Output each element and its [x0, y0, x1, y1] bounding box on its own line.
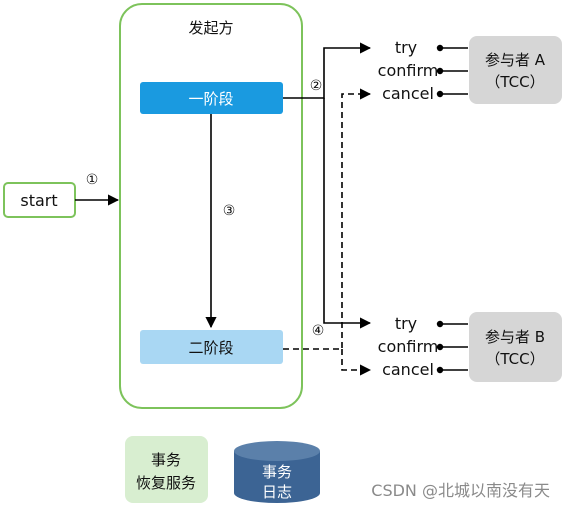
- participant-a-cancel: cancel: [382, 84, 434, 103]
- phase2-box: [140, 330, 283, 364]
- recovery-service-box: [125, 436, 208, 503]
- phase1-box: [140, 82, 283, 114]
- participant-b-try: try: [395, 314, 417, 333]
- participant-a-name: 参与者 A: [485, 51, 546, 69]
- participant-b-name: 参与者 B: [485, 328, 545, 346]
- start-label: start: [20, 191, 57, 210]
- participant-a-box: [469, 36, 562, 104]
- participant-b-box: [469, 312, 562, 382]
- participant-b-confirm: confirm: [378, 337, 439, 356]
- step-4-label: ④: [312, 323, 325, 339]
- participant-b-cancel: cancel: [382, 360, 434, 379]
- participant-a-confirm: confirm: [378, 61, 439, 80]
- initiator-title: 发起方: [188, 19, 233, 37]
- recovery-service-line1: 事务: [151, 451, 181, 469]
- phase1-route: [283, 42, 372, 99]
- step-3-label: ③: [223, 203, 236, 219]
- phase1-route-b: [323, 98, 372, 329]
- participant-a-type: （TCC）: [485, 73, 544, 91]
- recovery-service-line2: 恢复服务: [136, 474, 196, 492]
- step-2-label: ②: [310, 78, 323, 94]
- participant-a-try: try: [395, 38, 417, 57]
- transaction-log-db-icon: [234, 441, 320, 503]
- participant-b-type: （TCC）: [485, 350, 544, 368]
- transaction-log-line2: 日志: [262, 483, 292, 501]
- phase1-label: 一阶段: [188, 90, 233, 108]
- phase2-route-b: [341, 349, 372, 376]
- phase2-label: 二阶段: [188, 339, 233, 357]
- transaction-log-line1: 事务: [262, 463, 292, 481]
- step-1-label: ①: [86, 172, 99, 188]
- watermark: CSDN @北城以南没有天: [371, 481, 550, 500]
